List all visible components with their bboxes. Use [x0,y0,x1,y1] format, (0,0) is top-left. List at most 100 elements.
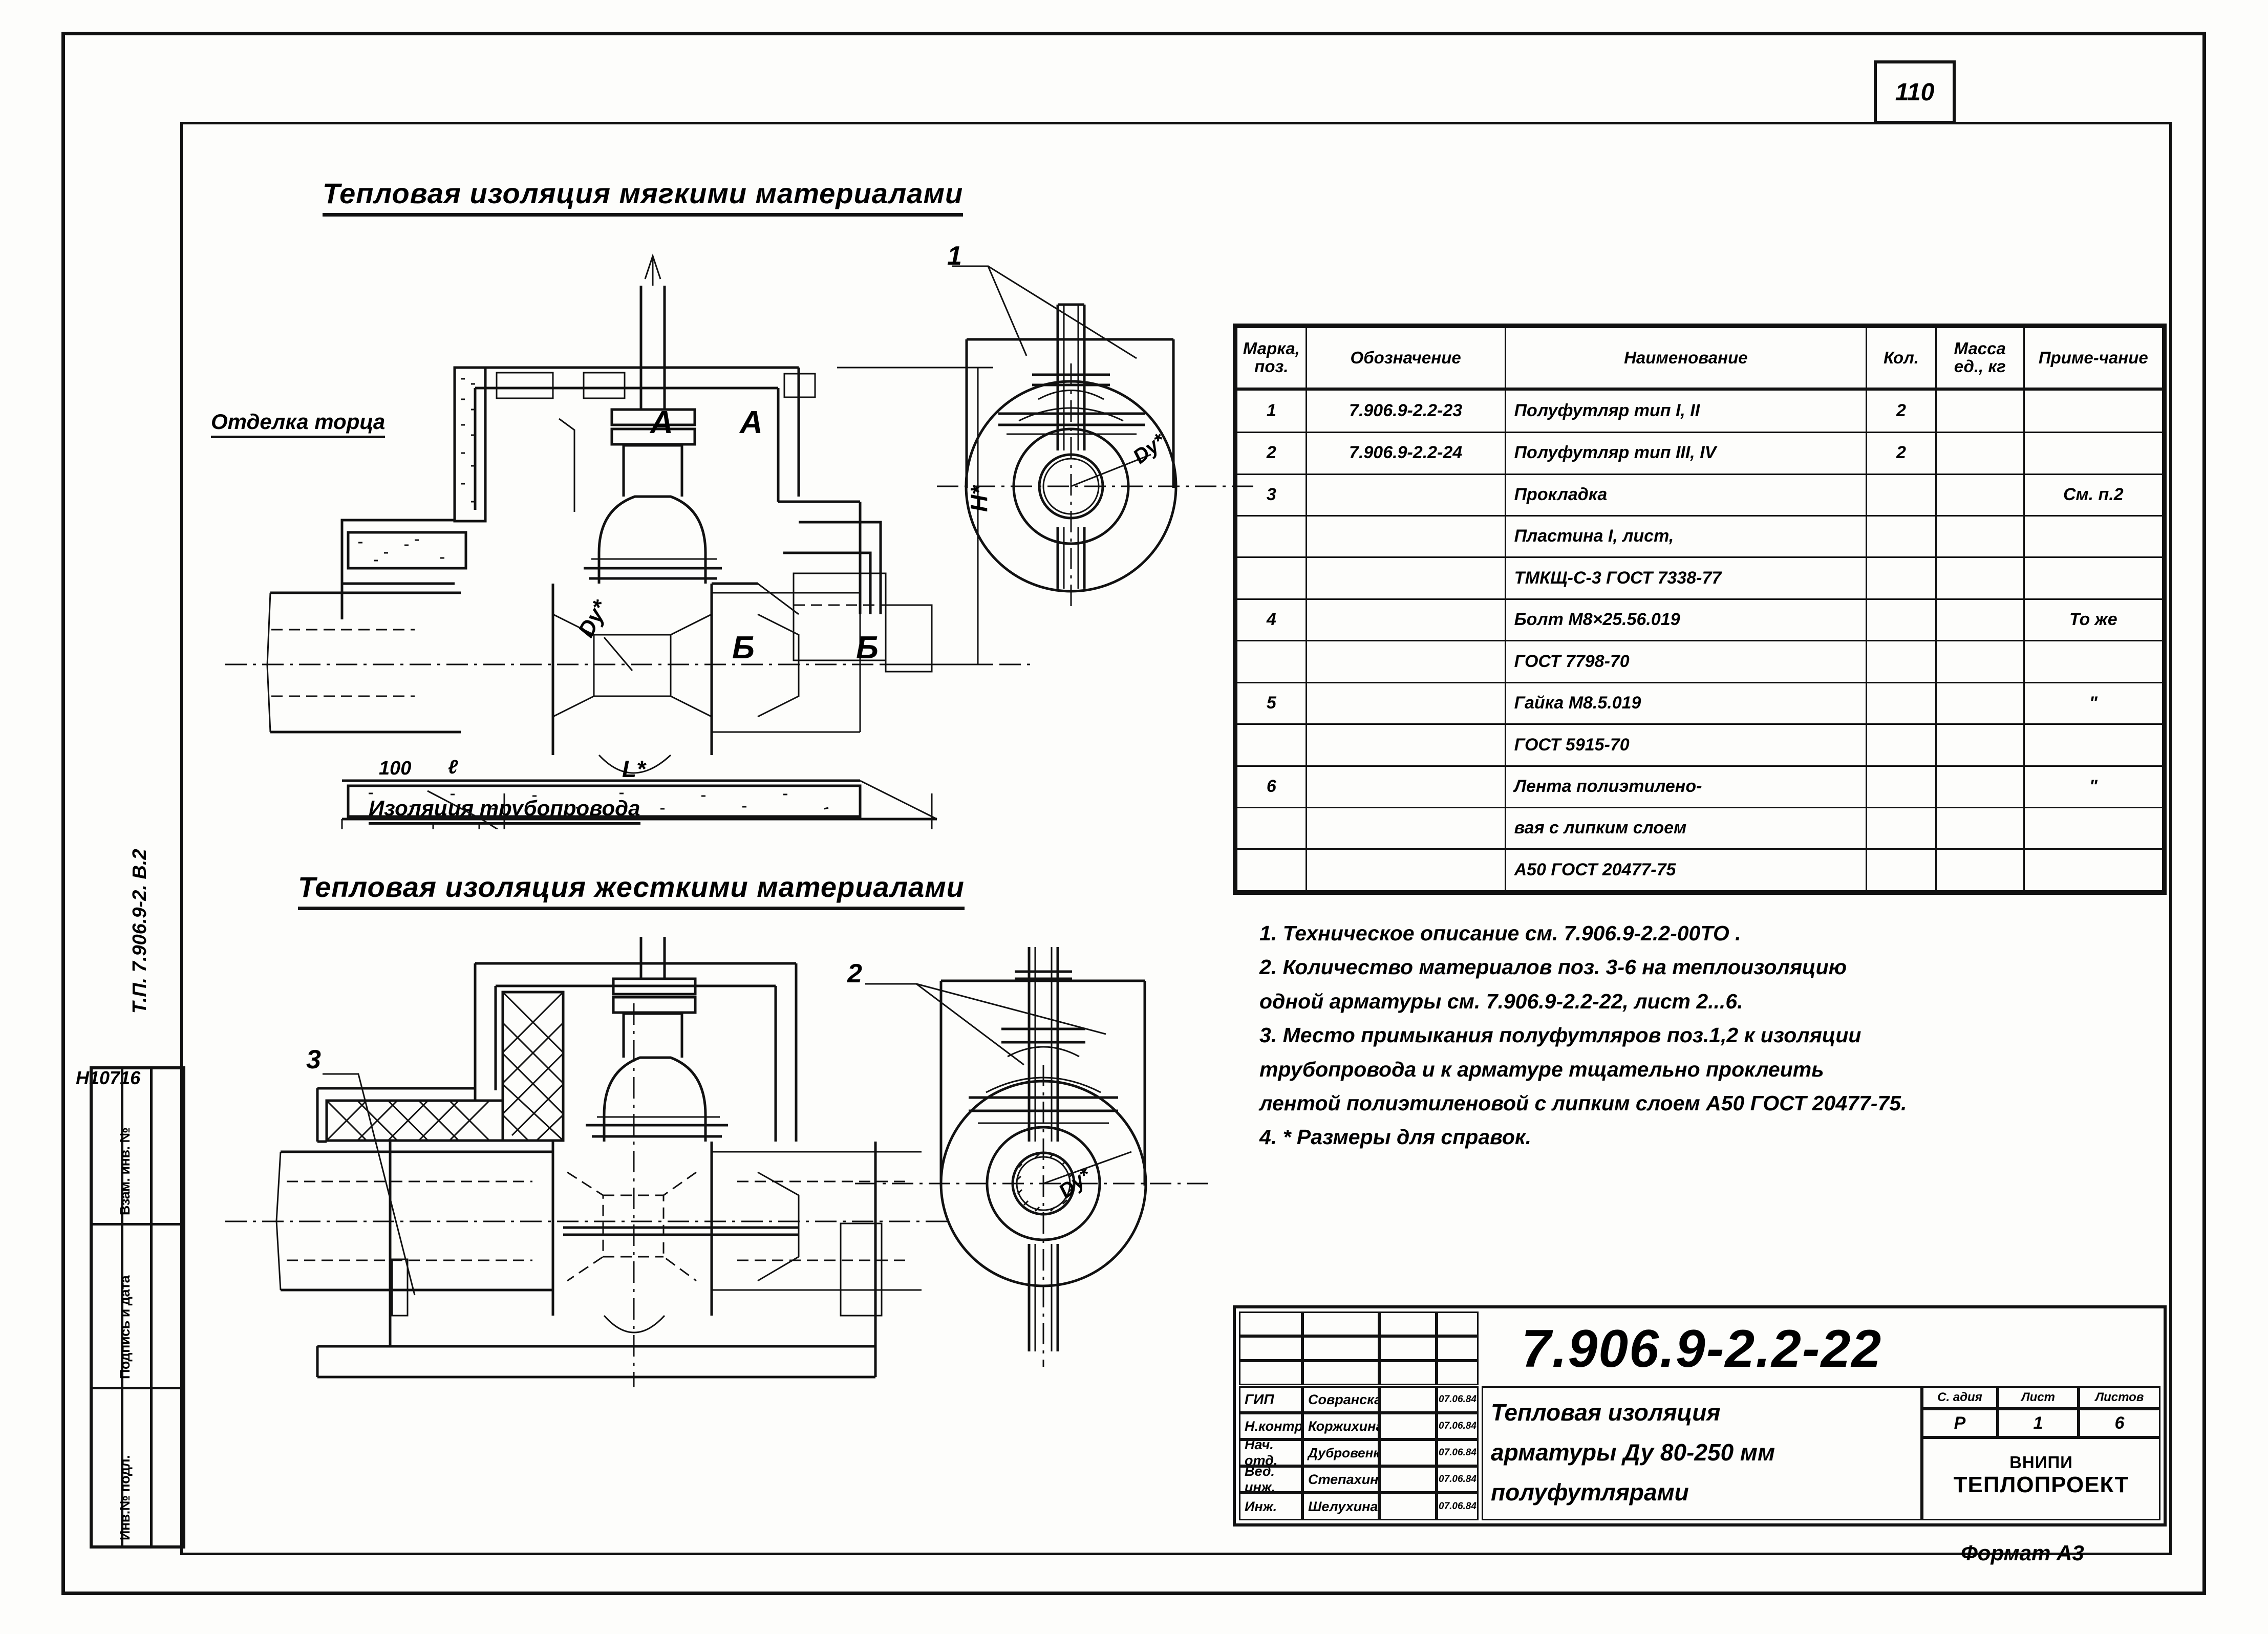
row-qty [1866,640,1937,683]
row-mark: 2 [1236,432,1307,475]
page-number-box: 110 [1874,60,1956,124]
stage-value-2: 6 [2079,1409,2160,1437]
row-qty [1866,723,1937,767]
dim-L-star: L* [622,756,646,782]
dim-l-small: ℓ [448,757,458,778]
row-note [2023,432,2164,475]
row-designation: 7.906.9-2.2-23 [1305,388,1506,434]
organization-line-1: ВНИПИ [2009,1453,2073,1472]
revision-grid-r1c2 [1302,1312,1379,1336]
row-note: " [2023,681,2164,725]
row-qty [1866,807,1937,850]
spec-header-mark: Марка, поз. [1236,327,1307,391]
row-designation [1305,598,1506,642]
row-mass [1935,765,2025,809]
row-note: " [2023,765,2164,809]
revision-grid-r2c2 [1302,1336,1379,1361]
row-designation [1305,556,1506,600]
row-qty: 2 [1866,432,1937,475]
spec-header-mass: Масса ед., кг [1935,327,2025,391]
row-note [2023,556,2164,600]
row-qty: 2 [1866,388,1937,434]
row-qty [1866,556,1937,600]
top-drawing-graphic [225,253,1034,829]
table-row: ГОСТ 7798-70 [1236,640,2164,683]
row-mass [1935,473,2025,517]
table-row: 1 7.906.9-2.2-23 Полуфутляр тип I, II 2 [1236,388,2164,434]
dim-100: 100 [379,758,412,779]
row-designation [1305,807,1506,850]
role-signature-1 [1379,1413,1437,1439]
row-mass [1935,681,2025,725]
role-date-0: 07.06.84 [1437,1386,1479,1413]
row-name: А50 ГОСТ 20477-75 [1504,848,1868,892]
row-note: То же [2023,598,2164,642]
hatch-vertical [501,991,565,1142]
notes-block: 1. Техническое описание см. 7.906.9-2.2-… [1259,916,2181,1154]
table-row: 4 Болт М8×25.56.019 То же [1236,598,2164,642]
row-mass [1935,807,2025,850]
note-line-1: 1. Техническое описание см. 7.906.9-2.2-… [1259,921,1741,945]
row-note [2023,640,2164,683]
row-designation: 7.906.9-2.2-24 [1305,432,1506,475]
section-mark-B-left: Б [732,630,755,665]
row-mark: 1 [1236,388,1307,434]
page-number: 110 [1895,78,1935,106]
role-date-3: 07.06.84 [1437,1466,1479,1493]
row-mark: 4 [1236,598,1307,642]
spec-header-row: Марка, поз. Обозначение Наименование Кол… [1236,327,2164,391]
stage-value-0: Р [1922,1409,1998,1437]
spec-header-note: Приме-чание [2023,327,2164,391]
row-qty [1866,473,1937,517]
row-qty [1866,848,1937,892]
role-label-3: Вед. инж. [1239,1466,1302,1493]
note-line-6: лентой полиэтиленовой с липким слоем А50… [1259,1091,1907,1115]
revision-grid-r1c4 [1437,1312,1479,1336]
margin-code-vertical: Т.П. 7.906.9-2. В.2 [129,849,151,1014]
revision-grid-r3c1 [1239,1361,1302,1385]
row-note [2023,723,2164,767]
table-row: Пластина I, лист, [1236,514,2164,558]
row-mass [1935,848,2025,892]
role-name-2: Дубровенко [1302,1439,1379,1466]
row-name: Полуфутляр тип I, II [1504,388,1868,434]
organization-name: ВНИПИ ТЕПЛОПРОЕКТ [1922,1453,2160,1498]
revision-grid-r2c1 [1239,1336,1302,1361]
note-line-3: одной арматуры см. 7.906.9-2.2-22, лист … [1259,989,1743,1013]
row-designation [1305,681,1506,725]
table-row: 6 Лента полиэтилено- " [1236,765,2164,809]
row-name: ТМКЩ-С-3 ГОСТ 7338-77 [1504,556,1868,600]
revision-grid-r3c4 [1437,1361,1479,1385]
revision-grid-r2c4 [1437,1336,1479,1361]
row-mark: 5 [1236,681,1307,725]
section-mark-A-right: А [740,405,763,440]
row-note [2023,388,2164,434]
role-name-4: Шелухина [1302,1493,1379,1520]
table-row: А50 ГОСТ 20477-75 [1236,848,2164,892]
margin-label-0: Взам. инв. № [117,1127,133,1215]
margin-label-1: Подпись и дата [117,1275,133,1379]
spec-header-desig: Обозначение [1305,327,1506,391]
role-label-2: Нач. отд. [1239,1439,1302,1466]
annotation-otdelka-torca: Отделка торца [211,410,386,438]
row-mass [1935,598,2025,642]
row-mass [1935,723,2025,767]
stage-value-1: 1 [1998,1409,2079,1437]
row-designation [1305,848,1506,892]
note-line-2: 2. Количество материалов поз. 3-6 на теп… [1259,955,1847,979]
table-row: вая с липким слоем [1236,807,2164,850]
row-mass [1935,514,2025,558]
drawing-name-line-1: Тепловая изоляция [1491,1399,1721,1426]
title-block: ГИП Совранская 07.06.84 Н.контр. Коржихи… [1233,1305,2167,1526]
spec-header-name: Наименование [1504,327,1868,391]
role-signature-0 [1379,1386,1437,1413]
row-qty [1866,514,1937,558]
sheet-inner-frame [180,122,2172,1555]
top-drawing-title: Тепловая изоляция мягкими материалами [323,177,964,217]
role-label-1: Н.контр. [1239,1413,1302,1439]
role-name-0: Совранская [1302,1386,1379,1413]
table-row: 5 Гайка М8.5.019 " [1236,681,2164,725]
role-label-0: ГИП [1239,1386,1302,1413]
drawing-name-line-2: арматуры Ду 80-250 мм [1491,1439,1775,1466]
table-row: 3 Прокладка См. п.2 [1236,473,2164,517]
